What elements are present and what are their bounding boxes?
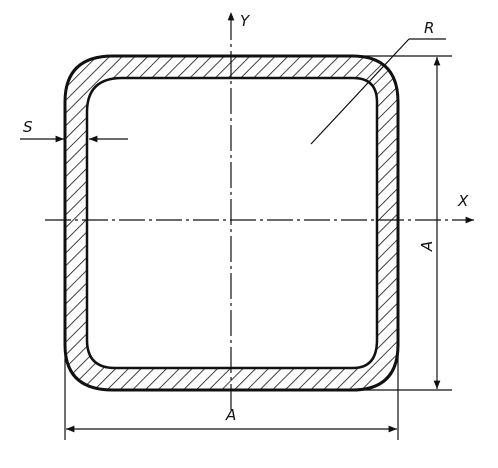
inner-contour [85,76,379,370]
x-axis-label: X [457,192,469,210]
width-label: A [225,406,236,424]
thickness-label: S [23,118,33,136]
y-axis-label: Y [240,12,251,30]
height-label: A [418,241,436,252]
outer-contour [63,54,400,392]
radius-label: R [424,19,434,37]
